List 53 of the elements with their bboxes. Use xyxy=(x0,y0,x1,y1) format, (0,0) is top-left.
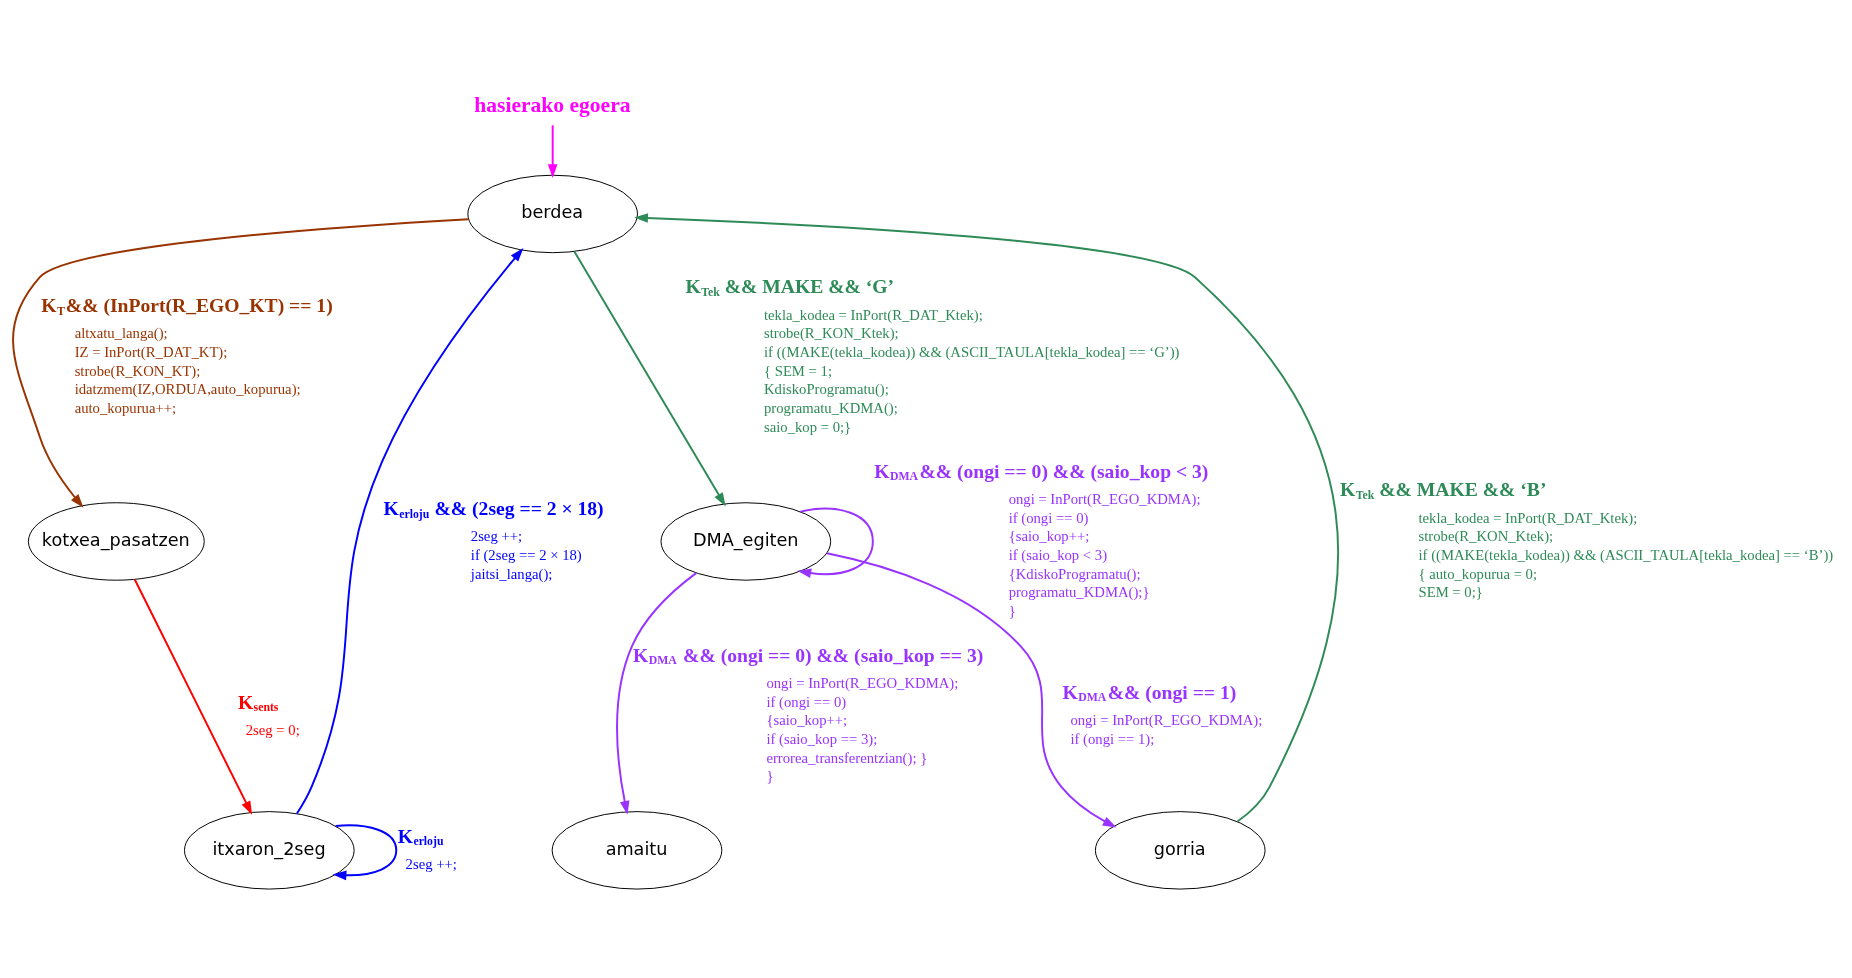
label: saio_kop = 0;} xyxy=(763,418,852,435)
label: if ((MAKE(tekla_kodea)) && (ASCII_TAULA[tekla_kodea] == ‘B’)) xyxy=(1418,546,1834,563)
label: if (ongi == 1); xyxy=(1070,730,1155,747)
label: if (saio_kop < 3) xyxy=(1008,546,1108,563)
arrow xyxy=(616,571,698,815)
label: { SEM = 1; xyxy=(763,362,832,379)
label: ongi = InPort(R_EGO_KDMA); xyxy=(1008,490,1201,507)
label: 2seg ++; xyxy=(470,527,523,544)
label: { auto_kopurua = 0; xyxy=(1418,565,1538,582)
label: auto_kopurua++; xyxy=(74,399,177,416)
label: {KdiskoProgramatu(); xyxy=(1008,565,1141,582)
label: {saio_kop++; xyxy=(1008,527,1090,544)
arrow xyxy=(332,823,398,880)
label: if (ongi == 0) xyxy=(766,693,847,710)
label: } xyxy=(766,767,774,784)
label: programatu_KDMA(); xyxy=(763,399,898,416)
label: strobe(R_KON_Ktek); xyxy=(1418,527,1554,544)
node-ellipse: itxaron_2seg xyxy=(184,810,355,890)
node-ellipse: gorria xyxy=(1094,810,1266,890)
arrow xyxy=(133,578,253,815)
label: if (saio_kop == 3); xyxy=(766,730,878,747)
label: 2seg ++; xyxy=(405,855,457,872)
node-ellipse: berdea xyxy=(467,174,638,253)
label: strobe(R_KON_Ktek); xyxy=(763,324,899,341)
label: altxatu_langa(); xyxy=(74,324,168,341)
label: if (ongi == 0) xyxy=(1008,509,1089,526)
arrow xyxy=(547,123,558,178)
label: strobe(R_KON_KT); xyxy=(74,362,201,379)
arrow xyxy=(12,217,470,508)
label: ongi = InPort(R_EGO_KDMA); xyxy=(1070,711,1263,728)
label: } xyxy=(1008,602,1016,619)
arrow xyxy=(573,250,726,506)
label: SEM = 0;} xyxy=(1418,583,1483,600)
label: if (2seg == 2 × 18) xyxy=(470,546,582,563)
label: programatu_KDMA();} xyxy=(1008,583,1150,600)
node-ellipse: kotxea_pasatzen xyxy=(27,501,205,581)
label: idatzmem(IZ,ORDUA,auto_kopurua); xyxy=(74,380,301,397)
label: tekla_kodea = InPort(R_DAT_Ktek); xyxy=(1418,509,1638,526)
node-ellipse: amaitu xyxy=(551,810,723,890)
label: IZ = InPort(R_DAT_KT); xyxy=(74,343,228,360)
arrow xyxy=(634,212,1340,822)
label: ongi = InPort(R_EGO_KDMA); xyxy=(766,674,959,691)
label: tekla_kodea = InPort(R_DAT_Ktek); xyxy=(763,306,983,323)
arrow xyxy=(797,507,874,578)
label: 2seg = 0; xyxy=(245,721,300,738)
arrow xyxy=(295,247,524,814)
label: KdiskoProgramatu(); xyxy=(763,380,889,397)
node-text: hasierako egoera xyxy=(474,92,631,117)
label: jaitsi_langa(); xyxy=(470,565,553,582)
label: {saio_kop++; xyxy=(766,711,848,728)
label: errorea_transferentzian(); } xyxy=(766,749,928,766)
label: if ((MAKE(tekla_kodea)) && (ASCII_TAULA[tekla_kodea] == ‘G’)) xyxy=(763,343,1180,360)
arrow xyxy=(826,551,1117,828)
